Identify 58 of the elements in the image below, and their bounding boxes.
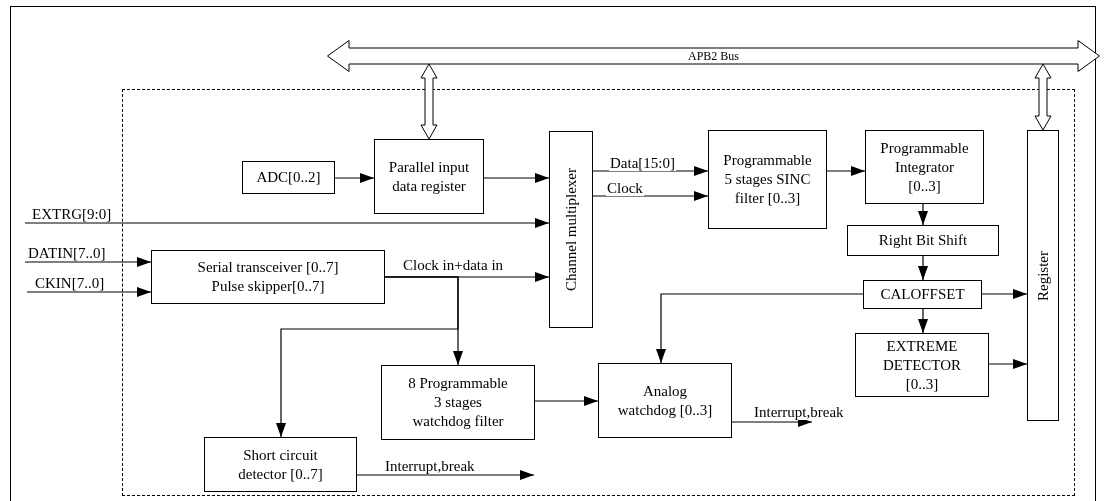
arrow: [534, 396, 599, 406]
arrow: [483, 173, 550, 183]
block-label: Parallel input data register: [387, 157, 471, 196]
block-box: [381, 365, 535, 440]
edge-label: Clock in+data in: [402, 257, 505, 273]
block-box: [151, 250, 385, 304]
block-box: [204, 437, 357, 492]
block-label: ADC[0..2]: [256, 168, 321, 187]
block-label: Programmable Integrator [0..3]: [879, 138, 970, 196]
bus-arrow: [327, 40, 1100, 72]
arrow: [24, 218, 550, 228]
block-box: [708, 130, 827, 229]
double-arrow: [1034, 63, 1052, 131]
block-label: 8 Programmable 3 stages watchdog filter: [407, 374, 509, 431]
block-box: [549, 131, 593, 328]
edge-label: Clock: [606, 180, 644, 196]
block-label: Channel multiplexer: [561, 168, 580, 291]
arrow: [988, 359, 1028, 369]
block-label: Pulse skipper[0..7]: [211, 277, 325, 296]
signal-label: EXTRG[9:0]: [25, 205, 112, 223]
dashed-boundary: [122, 89, 1075, 496]
block-label: Short circuit detector [0..7]: [237, 445, 324, 484]
arrow: [981, 289, 1028, 299]
arrow: [918, 308, 928, 334]
arrow: [334, 173, 375, 183]
arrow: [26, 287, 152, 297]
bus-label: APB2 Bus: [687, 48, 740, 64]
arrow: [356, 470, 535, 480]
block-label: Register: [1033, 250, 1052, 301]
arrow: [276, 276, 459, 438]
arrow: [592, 166, 709, 176]
block-label: Programmable 5 stages SINC filter [0..3]: [722, 151, 813, 208]
arrow: [918, 255, 928, 281]
block-box: [1027, 130, 1059, 421]
arrow: [24, 257, 152, 267]
block-label: CALOFFSET: [880, 285, 965, 304]
arrow: [656, 293, 864, 364]
signal-label: DATIN[7..0]: [25, 244, 106, 262]
arrow: [592, 191, 709, 201]
block-label: EXTREME DETECTOR [0..3]: [881, 336, 963, 394]
block-box: [847, 225, 999, 256]
block-label: Right Bit Shift: [878, 231, 968, 250]
block-label: Serial transceiver [0..7]: [197, 258, 339, 277]
block-box: [855, 333, 989, 397]
arrow: [731, 417, 813, 427]
arrow: [826, 166, 866, 176]
block-box: [374, 139, 484, 214]
block-box: [598, 363, 732, 438]
double-arrow: [420, 63, 438, 140]
edge-label: Data[15:0]: [609, 155, 676, 171]
block-box: [863, 280, 982, 309]
block-box: [242, 161, 335, 194]
edge-label: Interrupt,break: [384, 458, 476, 474]
arrow: [918, 203, 928, 226]
edge-label: Interrupt,break: [753, 404, 845, 420]
signal-label: CKIN[7..0]: [27, 274, 105, 292]
block-label: Analog watchdog [0..3]: [616, 381, 714, 420]
block-box: [865, 130, 984, 204]
